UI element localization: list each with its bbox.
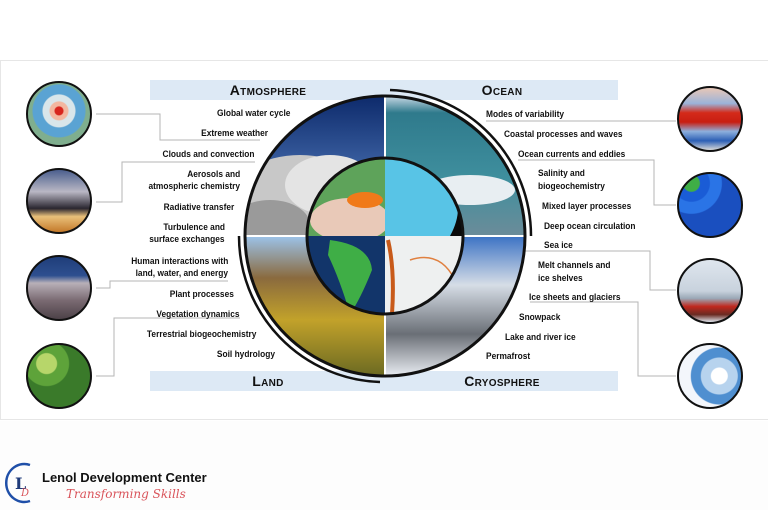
label-sea-ice: Sea ice: [544, 240, 573, 251]
ocean-band: Ocean: [386, 80, 618, 100]
label-soil-hydrology: Soil hydrology: [216, 349, 275, 360]
ocean-eddies-thumbnail: [677, 172, 743, 238]
label-deep-ocean-circulation: Deep ocean circulation: [544, 221, 636, 232]
antarctic-ice-thumbnail: [677, 343, 743, 409]
atmosphere-title: Atmosphere: [229, 82, 307, 98]
label-ice-sheets-glaciers: Ice sheets and glaciers: [529, 292, 621, 303]
label-turbulence: Turbulence and: [163, 222, 225, 233]
label-human-interactions: Human interactions with: [130, 256, 228, 267]
land-band: Land: [150, 371, 386, 391]
label-snowpack: Snowpack: [519, 312, 561, 323]
ocean-title: Ocean: [481, 82, 523, 98]
svg-text:D: D: [20, 488, 29, 499]
atmosphere-band: Atmosphere: [150, 80, 386, 100]
label-lake-river-ice: Lake and river ice: [505, 332, 576, 343]
label-aerosols: Aerosols and: [187, 169, 240, 180]
icebreaker-thumbnail: [677, 258, 743, 324]
svg-text:L: L: [15, 474, 26, 493]
cryosphere-title: Cryosphere: [464, 373, 540, 389]
label-ocean-currents: Ocean currents and eddies: [518, 149, 626, 160]
label-terrestrial-biogeochemistry: Terrestrial biogeochemistry: [146, 329, 256, 340]
label-modes-of-variability: Modes of variability: [486, 109, 565, 120]
label-radiative-transfer: Radiative transfer: [163, 202, 234, 213]
label-extreme-weather: Extreme weather: [201, 128, 268, 139]
city-aerial-thumbnail: [26, 255, 92, 321]
label-plant-processes: Plant processes: [169, 289, 234, 300]
hurricane-thumbnail: [26, 81, 92, 147]
label-vegetation-dynamics: Vegetation dynamics: [156, 309, 240, 320]
label-land-water-energy: land, water, and energy: [135, 268, 228, 279]
logo-mark-icon: L D: [4, 462, 31, 504]
land-title: Land: [252, 373, 284, 389]
label-permafrost: Permafrost: [486, 351, 531, 362]
label-surface-exchanges: surface exchanges: [149, 234, 225, 245]
left-connectors: [96, 113, 260, 377]
sunset-clouds-thumbnail: [26, 168, 92, 234]
label-ice-shelves: ice shelves: [538, 273, 583, 284]
label-coastal-processes: Coastal processes and waves: [504, 129, 623, 140]
company-name: Lenol Development Center: [42, 470, 207, 485]
label-salinity: Salinity and: [538, 168, 585, 179]
label-global-water-cycle: Global water cycle: [216, 108, 290, 119]
sea-surface-temperature-thumbnail: [677, 86, 743, 152]
label-clouds-convection: Clouds and convection: [163, 149, 255, 160]
label-atmospheric-chemistry: atmospheric chemistry: [148, 181, 240, 192]
cryosphere-band: Cryosphere: [386, 371, 618, 391]
footer-logo: L D Lenol Development Center Transformin…: [4, 460, 234, 506]
label-mixed-layer: Mixed layer processes: [542, 201, 632, 212]
right-connectors: [486, 120, 676, 377]
label-biogeochemistry: biogeochemistry: [538, 181, 605, 192]
forest-canopy-thumbnail: [26, 343, 92, 409]
label-melt-channels: Melt channels and: [538, 260, 611, 271]
company-tagline: Transforming Skills: [66, 487, 186, 501]
footer-area: [0, 421, 768, 510]
